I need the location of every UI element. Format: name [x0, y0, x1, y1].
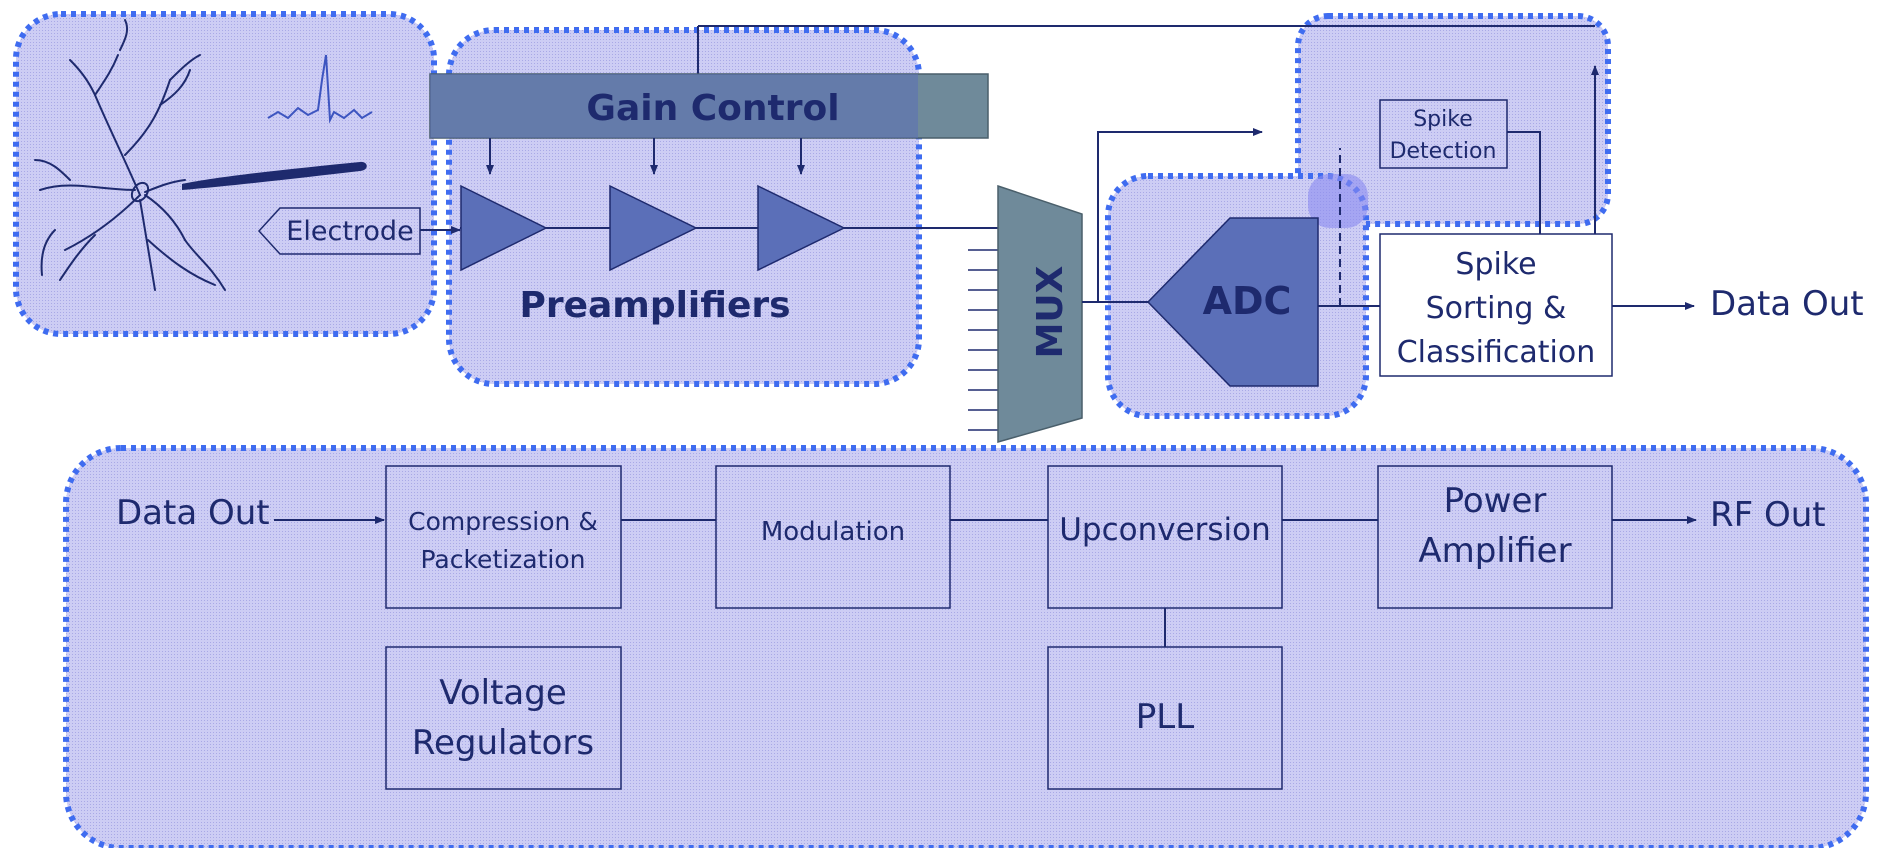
- pll-box: [1047, 646, 1283, 790]
- spike-detection-to-sorting: [1507, 131, 1541, 236]
- spike-sorting-label-3: Classification: [1397, 335, 1596, 370]
- gain-control-bar-overlay: [430, 74, 918, 138]
- overlap-highlight: [1308, 174, 1368, 228]
- power-amplifier-label-1: Power: [1444, 481, 1547, 521]
- spike-detection-box: [1379, 99, 1508, 169]
- preamplifiers-label: Preamplifiers: [519, 285, 790, 326]
- mux-label: MUX: [1030, 265, 1071, 358]
- spike-sorting-box: [1379, 233, 1613, 377]
- data-out-top-label: Data Out: [1710, 284, 1864, 324]
- power-amplifier-box: [1377, 465, 1613, 609]
- voltage-regulators-label-2: Regulators: [412, 723, 594, 763]
- power-amplifier-label-2: Amplifier: [1418, 531, 1571, 571]
- spike-sorting-label-2: Sorting &: [1426, 291, 1567, 326]
- spike-detection-label-2: Detection: [1390, 139, 1497, 164]
- compression-label-2: Packetization: [420, 545, 585, 574]
- rf-out-label: RF Out: [1710, 495, 1826, 535]
- mux-block: [997, 184, 1083, 443]
- compression-box: [385, 465, 622, 609]
- modulation-label: Modulation: [761, 517, 905, 547]
- mux-input-lines: [968, 249, 998, 431]
- adc-label: ADC: [1203, 279, 1292, 323]
- spike-sorting-label-1: Spike: [1455, 247, 1536, 282]
- upconversion-label: Upconversion: [1059, 512, 1271, 548]
- amplifier-2: [609, 184, 698, 272]
- data-out-bottom-label: Data Out: [116, 493, 270, 533]
- pll-label: PLL: [1136, 697, 1194, 737]
- probe-shaft: [182, 161, 367, 190]
- spike-waveform: [267, 54, 373, 124]
- amplifier-3: [757, 184, 846, 272]
- mux-to-spike-detection: [1097, 128, 1263, 302]
- neuron-illustration: [34, 19, 226, 291]
- compression-label-1: Compression &: [408, 507, 598, 536]
- electrode-label: Electrode: [286, 216, 413, 247]
- neuron-region: [13, 11, 437, 337]
- amplifier-1: [460, 184, 548, 272]
- adc-block: [1146, 217, 1319, 387]
- voltage-regulators-box: [385, 646, 622, 790]
- voltage-regulators-label-1: Voltage: [439, 673, 567, 713]
- modulation-box: [715, 465, 951, 609]
- spike-detection-label-1: Spike: [1413, 107, 1473, 132]
- transmitter-region: [63, 445, 1869, 848]
- gain-control-label: Gain Control: [586, 88, 839, 129]
